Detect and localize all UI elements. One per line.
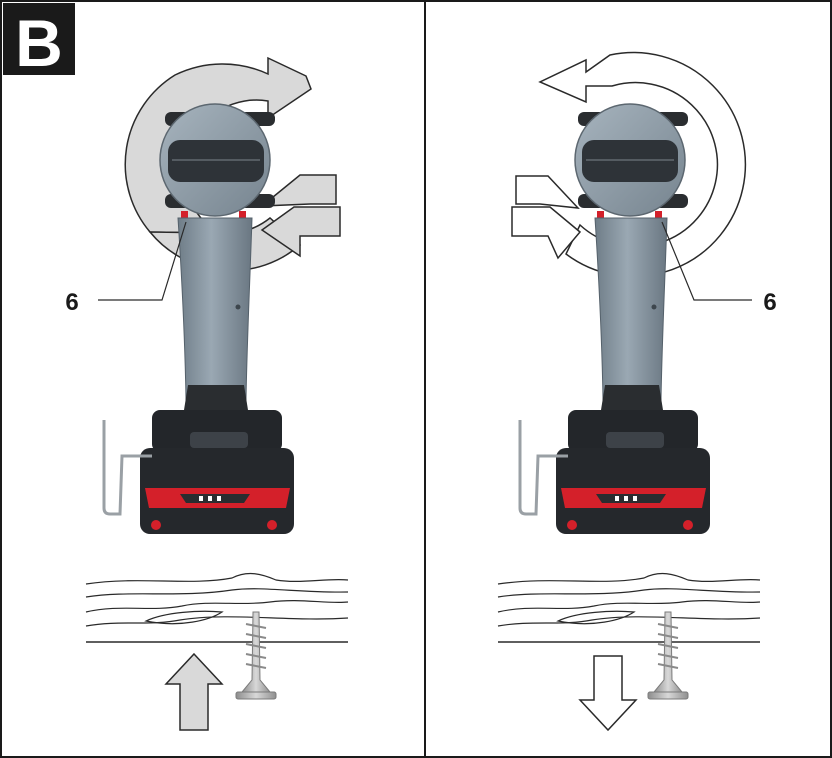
- drill-left: [102, 103, 294, 534]
- lever-arrow-upper-right: [515, 175, 580, 209]
- figure-badge: B: [3, 3, 75, 80]
- wood-board-left: [85, 572, 349, 643]
- direction-arrow-up: [164, 652, 224, 731]
- lever-arrow-upper: [259, 174, 337, 207]
- direction-arrow-down: [578, 655, 638, 732]
- callout-label-left: 6: [65, 289, 78, 316]
- callout-label-right: 6: [763, 289, 776, 316]
- badge-letter: B: [15, 6, 63, 80]
- right-panel: 6: [497, 51, 777, 732]
- screw-right: [647, 611, 689, 700]
- wood-board-right: [497, 572, 761, 643]
- callout-line-left: [98, 221, 187, 301]
- lever-arrow-lower-right: [511, 206, 582, 260]
- left-panel: 6: [65, 56, 349, 731]
- rotation-arrow-counterclockwise: [538, 51, 747, 278]
- drill-right: [518, 103, 710, 534]
- callout-line-right: [661, 221, 752, 301]
- screw-left: [235, 611, 277, 700]
- lever-arrow-lower: [260, 206, 341, 258]
